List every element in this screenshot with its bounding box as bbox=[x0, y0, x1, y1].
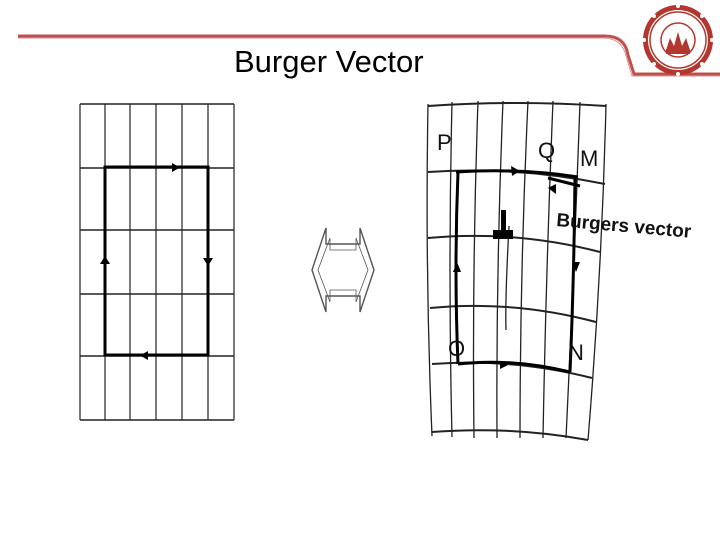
label-p: P bbox=[437, 130, 452, 155]
header-rule bbox=[18, 34, 720, 77]
perfect-circuit-arrowheads bbox=[100, 163, 213, 360]
university-seal-icon bbox=[642, 4, 714, 76]
double-arrow-icon bbox=[311, 227, 375, 313]
label-q: Q bbox=[538, 138, 555, 163]
perfect-lattice bbox=[79, 103, 235, 421]
slide-title: Burger Vector bbox=[234, 44, 424, 79]
edge-dislocation-symbol bbox=[493, 210, 513, 239]
label-o: O bbox=[448, 336, 465, 361]
label-m: M bbox=[580, 146, 598, 171]
dislocated-circuit-arrowheads bbox=[453, 166, 580, 369]
label-n: N bbox=[568, 340, 584, 365]
burgers-vector-label: Burgers vector bbox=[556, 210, 693, 243]
